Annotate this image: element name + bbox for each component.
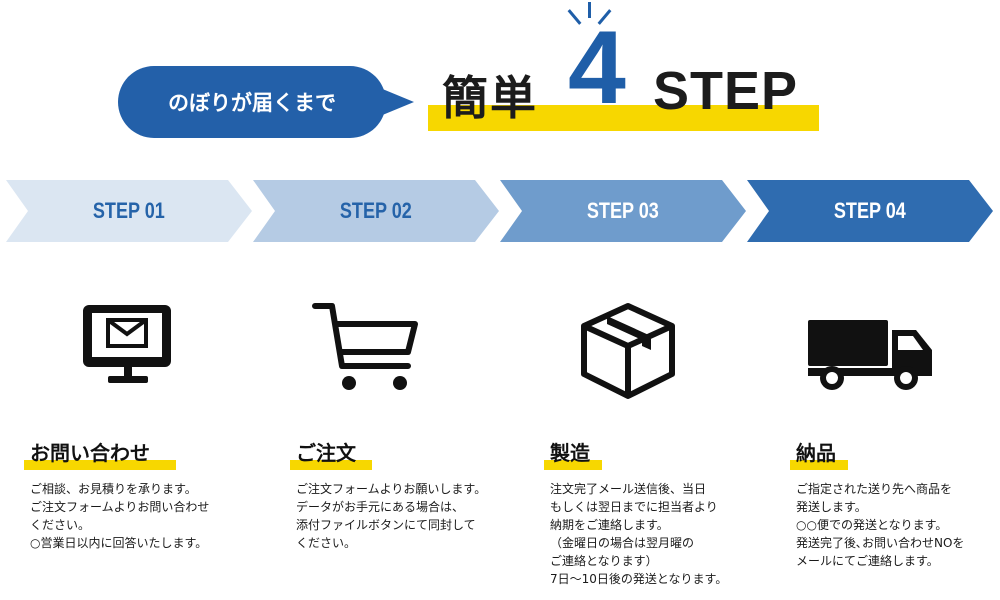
step-arrow-03: STEP 03 (500, 180, 746, 242)
step-arrow-label: STEP 03 (587, 198, 659, 223)
headline-kanji: 簡単 (442, 71, 538, 125)
arrow-shape (253, 180, 499, 242)
step-arrow-01: STEP 01 (6, 180, 252, 242)
title-highlight (544, 460, 602, 470)
step-arrow-label: STEP 01 (93, 198, 165, 223)
shopping-cart-icon (312, 303, 418, 390)
step-arrow-04: STEP 04 (747, 180, 993, 242)
title-highlight (24, 460, 176, 470)
headline-number: 4 (568, 10, 626, 126)
arrow-shape (747, 180, 993, 242)
step-description: ご相談、お見積りを承ります。 ご注文フォームよりお問い合わせ ください。 ○営業… (30, 482, 210, 550)
step-description: ご指定された送り先へ商品を 発送します。 ○○便での発送となります。 発送完了後… (796, 482, 965, 568)
step-arrow-label: STEP 02 (340, 198, 412, 223)
package-box-icon (581, 303, 675, 399)
step-arrow-label: STEP 04 (834, 198, 906, 223)
step-description: ご注文フォームよりお願いします。 データがお手元にある場合は、 添付ファイルボタ… (296, 482, 487, 550)
step-title-delivery: 納品 (796, 441, 836, 465)
step-title-order: ご注文 (296, 441, 356, 465)
headline-highlight (428, 105, 819, 131)
step-description: 注文完了メール送信後、当日 もしくは翌日までに担当者より 納期をご連絡します。 … (550, 482, 728, 586)
title-highlight (790, 460, 848, 470)
monitor-mail-icon (83, 305, 171, 383)
step-title-production: 製造 (550, 441, 590, 465)
intro-bubble: のぼりが届くまで (118, 66, 386, 138)
step-title-inquiry: お問い合わせ (30, 441, 150, 465)
arrow-shape (6, 180, 252, 242)
bubble-tail (380, 88, 414, 116)
headline-word: STEP (653, 61, 799, 121)
delivery-truck-icon (808, 320, 932, 390)
intro-bubble-text: のぼりが届くまで (168, 91, 336, 115)
step-arrow-02: STEP 02 (253, 180, 499, 242)
sparkle-mark (588, 2, 591, 18)
title-highlight (290, 460, 372, 470)
arrow-shape (500, 180, 746, 242)
